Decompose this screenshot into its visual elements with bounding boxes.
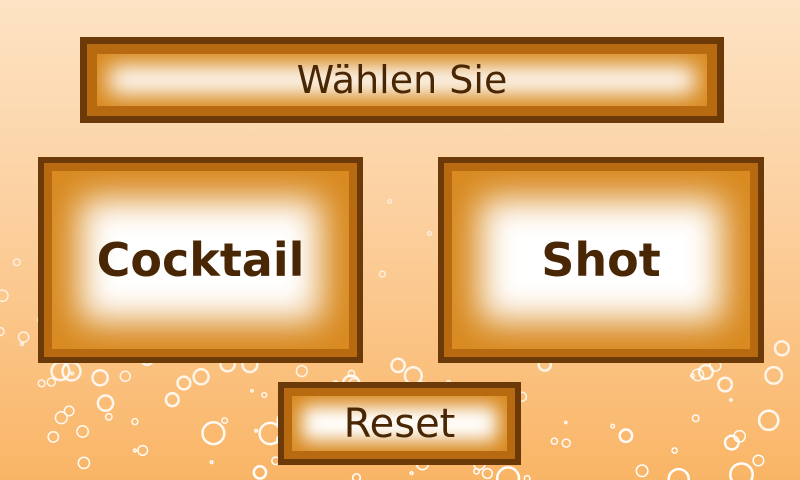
cocktail-button-label: Cocktail (96, 233, 305, 287)
reset-button[interactable]: Reset (278, 382, 521, 465)
title-panel: Wählen Sie (80, 37, 724, 123)
shot-button[interactable]: Shot (438, 157, 764, 363)
title-text: Wählen Sie (296, 58, 508, 102)
shot-button-label: Shot (541, 233, 661, 287)
reset-button-label: Reset (343, 400, 456, 447)
cocktail-button[interactable]: Cocktail (38, 157, 363, 363)
